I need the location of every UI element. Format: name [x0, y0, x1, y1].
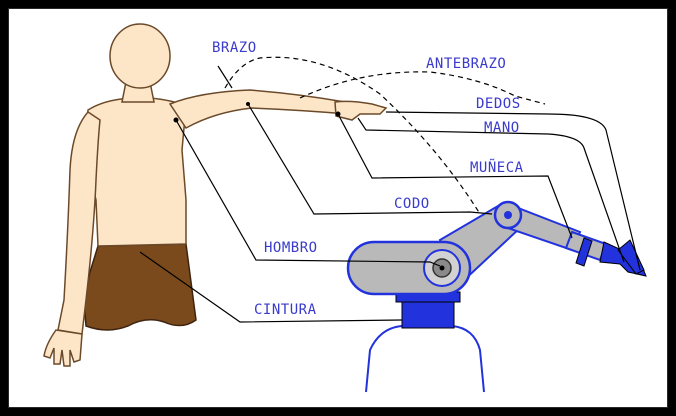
robot-figure: [348, 202, 646, 392]
label-cintura: CINTURA: [254, 302, 317, 318]
label-dedos: DEDOS: [476, 96, 521, 112]
label-brazo: BRAZO: [212, 40, 257, 56]
label-hombro: HOMBRO: [264, 240, 318, 256]
robot-pedestal: [366, 326, 484, 392]
label-muneca: MUÑECA: [470, 159, 524, 176]
human-pants: [84, 244, 196, 330]
human-figure: [44, 24, 386, 366]
robot-waist: [402, 300, 454, 328]
label-mano: MANO: [484, 120, 520, 136]
human-head: [110, 24, 170, 88]
human-right-hand: [335, 101, 386, 120]
brazo-leader: [218, 66, 232, 88]
label-antebrazo: ANTEBRAZO: [426, 56, 506, 72]
upper-arm-arc: [225, 57, 480, 214]
codo-leader: [248, 104, 492, 214]
label-codo: CODO: [394, 196, 430, 212]
human-left-hand: [44, 330, 82, 366]
